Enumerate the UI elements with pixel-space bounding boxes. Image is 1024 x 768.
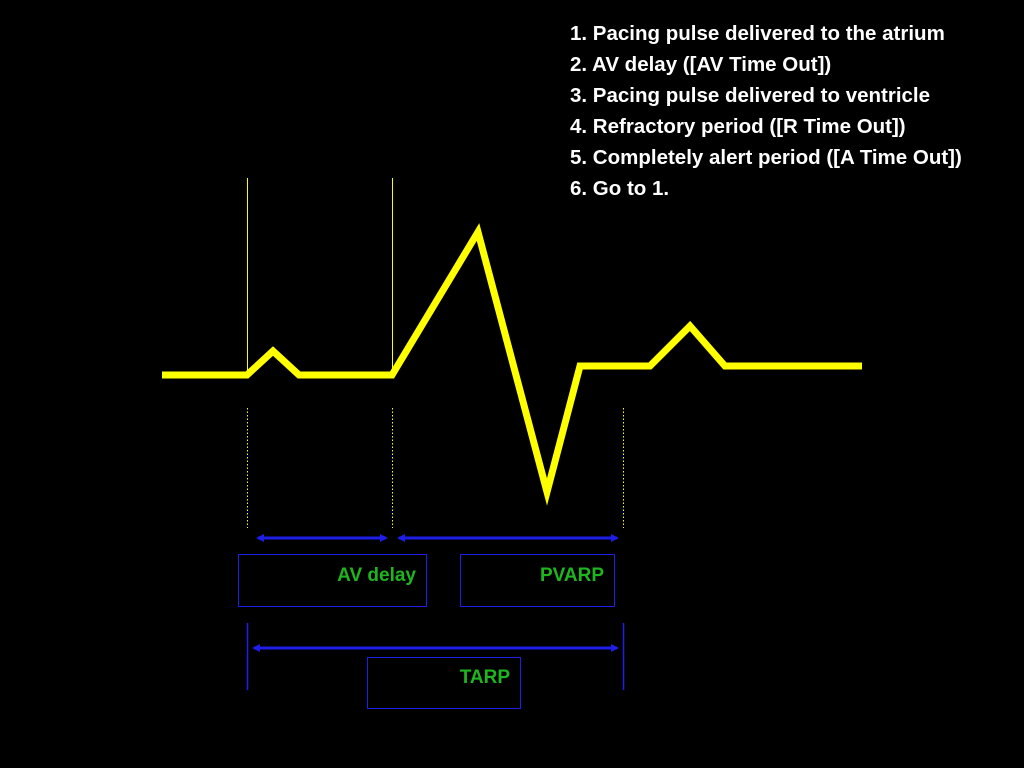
step-item-4: 4. Refractory period ([R Time Out])	[570, 115, 906, 138]
step-item-3: 3. Pacing pulse delivered to ventricle	[570, 84, 931, 107]
step-item-6: 6. Go to 1.	[570, 177, 670, 200]
av-delay-label-box: AV delay	[238, 554, 427, 607]
av-delay-label: AV delay	[337, 565, 416, 586]
step-item-1: 1. Pacing pulse delivered to the atrium	[570, 22, 945, 45]
pvarp-label-box: PVARP	[460, 554, 615, 607]
step-list: 1. Pacing pulse delivered to the atrium …	[570, 18, 962, 204]
step-item-2: 2. AV delay ([AV Time Out])	[570, 53, 832, 76]
tarp-label-box: TARP	[367, 657, 521, 709]
ecg-waveform	[162, 223, 862, 506]
step-item-5: 5. Completely alert period ([A Time Out]…	[570, 146, 962, 169]
pvarp-label: PVARP	[539, 565, 604, 586]
tarp-label: TARP	[459, 667, 510, 688]
